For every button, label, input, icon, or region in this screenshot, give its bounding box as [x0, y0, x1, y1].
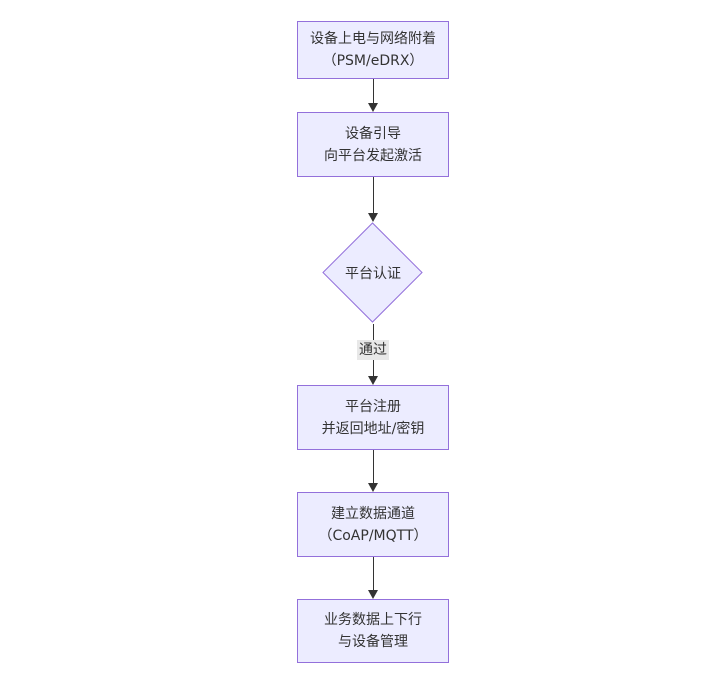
edge-line: [372, 177, 374, 214]
arrowhead-icon: [368, 483, 378, 492]
node-platform-register: 平台注册 并返回地址/密钥: [297, 385, 449, 450]
node-text-line: 并返回地址/密钥: [321, 420, 425, 437]
node-device-bootstrap: 设备引导 向平台发起激活: [297, 112, 449, 177]
node-platform-auth: 平台认证: [322, 222, 424, 324]
edge-power-to-bootstrap: [368, 79, 378, 112]
node-text-line: 建立数据通道: [331, 505, 415, 522]
arrowhead-icon: [368, 590, 378, 599]
node-text-line: 与设备管理: [338, 634, 408, 650]
node-business-data: 业务数据上下行 与设备管理: [297, 599, 449, 663]
edge-channel-to-business: [368, 557, 378, 599]
node-text-line: 设备引导: [345, 125, 401, 142]
edge-line: [372, 79, 374, 104]
node-text-line: 业务数据上下行: [324, 612, 422, 628]
arrowhead-icon: [368, 213, 378, 222]
node-text-line: 平台认证: [345, 266, 401, 282]
edge-bootstrap-to-auth: [368, 177, 378, 222]
node-text-line: 平台注册: [345, 398, 401, 415]
edge-line: [372, 557, 374, 591]
edge-line: [372, 450, 374, 484]
node-text-line: 设备上电与网络附着: [310, 31, 436, 47]
node-text-line: 向平台发起激活: [324, 147, 422, 164]
node-power-network-attach: 设备上电与网络附着 （PSM/eDRX）: [297, 21, 449, 79]
edge-label-pass: 通过: [357, 340, 389, 360]
node-text-line: （CoAP/MQTT）: [318, 527, 428, 544]
edge-register-to-channel: [368, 450, 378, 492]
node-text-line: （PSM/eDRX）: [322, 53, 424, 69]
node-data-channel: 建立数据通道 （CoAP/MQTT）: [297, 492, 449, 557]
arrowhead-icon: [368, 103, 378, 112]
arrowhead-icon: [368, 376, 378, 385]
